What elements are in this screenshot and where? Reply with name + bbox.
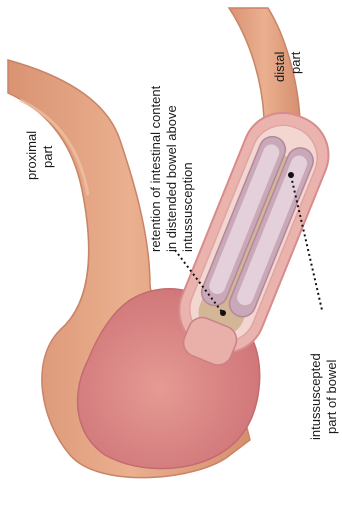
intussuscepted-label-line-1: intussuscepted <box>308 353 323 440</box>
proximal-label-line-1: proximal <box>24 131 39 180</box>
distal-label-line-2: part <box>288 51 303 74</box>
proximal-part-label: proximal part <box>24 131 55 180</box>
retention-label-line-1: retention of intestinal content <box>148 85 163 252</box>
retention-label-line-3: intussusception <box>180 162 195 252</box>
retention-label-line-2: in distended bowel above <box>164 105 179 252</box>
intussuscepted-label: intussuscepted part of bowel <box>308 353 339 440</box>
proximal-label-line-2: part <box>40 145 55 168</box>
retention-leader-dot <box>220 310 226 316</box>
intussuscepted-leader-dot <box>288 172 294 178</box>
distal-label-line-1: distal <box>272 52 287 82</box>
intussuscepted-label-line-2: part of bowel <box>324 359 339 434</box>
retention-label: retention of intestinal content in diste… <box>148 85 195 252</box>
